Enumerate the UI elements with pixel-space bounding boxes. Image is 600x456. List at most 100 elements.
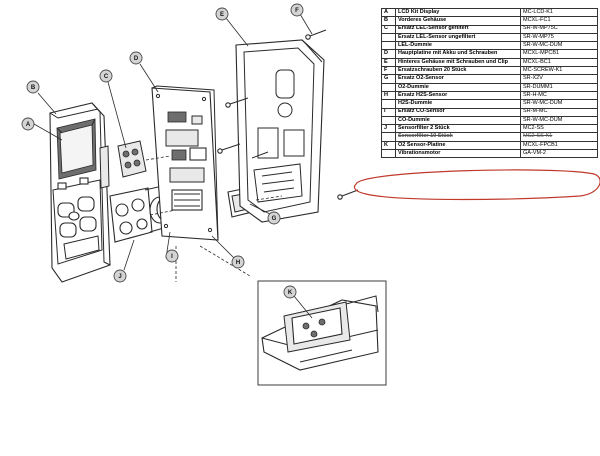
part-key: B xyxy=(381,16,396,26)
screws xyxy=(217,29,359,200)
part-key xyxy=(381,99,396,109)
part-number: MCXL-FC1 xyxy=(520,16,598,26)
part-number: MCXL-BC1 xyxy=(520,57,598,68)
part-number: MC-LCD-K1 xyxy=(520,7,598,18)
part-number: MC2-SS-K1 xyxy=(520,132,598,142)
part-description: Hauptplatine mit Akku und Schrauben xyxy=(395,49,521,59)
part-number: GA-VM-2 xyxy=(520,149,598,159)
lcd-display xyxy=(56,118,97,190)
callout-e: E xyxy=(215,7,229,21)
part-number: SR-W-MP75 xyxy=(520,32,598,43)
part-key: J xyxy=(381,124,396,134)
callout-j: J xyxy=(113,269,127,283)
callout-e-label: E xyxy=(220,12,224,18)
part-description: Ersatz O2-Sensor xyxy=(395,74,521,84)
part-description: Ersatzschrauben 20 Stück xyxy=(395,66,521,76)
part-number: SR-DUMM1 xyxy=(520,82,598,92)
part-number: MC2-SS xyxy=(520,124,598,134)
part-key: C xyxy=(381,24,396,34)
part-number: SR-H-MC xyxy=(520,90,598,101)
part-description: Hinteres Gehäuse mit Schrauben und Clip xyxy=(395,57,521,68)
part-number: MC-SCREW-K1 xyxy=(520,66,598,76)
part-description: Ersatz H2S-Sensor xyxy=(395,90,521,101)
callout-h: H xyxy=(231,255,245,269)
part-description: Ersatz CO-Sensor xyxy=(395,107,521,117)
part-description: O2 Sensor-Platine xyxy=(395,140,521,151)
callout-k-label: K xyxy=(288,290,293,296)
rear-housing xyxy=(235,39,325,223)
callout-i: I xyxy=(165,249,179,263)
sensor-filter xyxy=(109,187,153,243)
part-key xyxy=(381,32,396,43)
part-key: E xyxy=(381,57,396,68)
detail-inset xyxy=(257,280,387,386)
part-number: SR-M-MC xyxy=(520,107,598,117)
assembly-guides xyxy=(145,155,283,282)
part-number: SR-W-MC-DUM xyxy=(520,115,598,126)
callout-a: A xyxy=(21,117,35,131)
part-description: LCD Kit Display xyxy=(395,7,521,18)
part-key: K xyxy=(381,140,396,151)
part-key xyxy=(381,132,396,142)
part-key: A xyxy=(381,7,396,18)
part-number: MCXL-MPCB1 xyxy=(520,49,598,59)
callout-j-label: J xyxy=(118,274,121,280)
callout-f: F xyxy=(290,3,304,17)
part-number: SR-W-MP75C xyxy=(520,24,598,34)
callout-d: D xyxy=(129,51,143,65)
callout-f-label: F xyxy=(295,8,299,14)
part-key: I xyxy=(381,107,396,117)
callout-i-label: I xyxy=(171,254,173,260)
part-key: H xyxy=(381,90,396,101)
part-number: SR-W-MC-DUM xyxy=(520,99,598,109)
callout-c: C xyxy=(99,69,113,83)
callout-c-label: C xyxy=(104,74,109,80)
part-number: MCXL-FPCB1 xyxy=(520,140,598,151)
part-key xyxy=(381,115,396,126)
part-description: H2S-Dummie xyxy=(395,99,521,109)
part-description: CO-Dummie xyxy=(395,115,521,126)
part-description: LEL-Dummie xyxy=(395,41,521,51)
callout-b: B xyxy=(26,80,40,94)
part-number: SR-X2V xyxy=(520,74,598,84)
front-buttons xyxy=(57,196,100,260)
part-description: Sensorfilter 10 Stück xyxy=(395,132,521,142)
leader-lines xyxy=(33,13,313,319)
part-number: SR-W-MC-DUM xyxy=(520,41,598,51)
part-key: D xyxy=(381,49,396,59)
part-key: F xyxy=(381,66,396,76)
callout-g: G xyxy=(267,211,281,225)
callout-d-label: D xyxy=(134,56,139,62)
callout-a-label: A xyxy=(26,122,31,128)
lel-sensor xyxy=(117,140,147,178)
part-description: Ersatz LEL-Sensor gefiltert xyxy=(395,24,521,34)
part-key xyxy=(381,41,396,51)
part-description: Vorderes Gehäuse xyxy=(395,16,521,26)
part-description: Vibrationsmotor xyxy=(395,149,521,159)
part-description: Ersatz LEL-Sensor ungefiltert xyxy=(395,32,521,43)
callout-h-label: H xyxy=(236,260,240,266)
callout-b-label: B xyxy=(31,85,36,91)
part-description: O2-Dummie xyxy=(395,82,521,92)
part-key: G xyxy=(381,74,396,84)
